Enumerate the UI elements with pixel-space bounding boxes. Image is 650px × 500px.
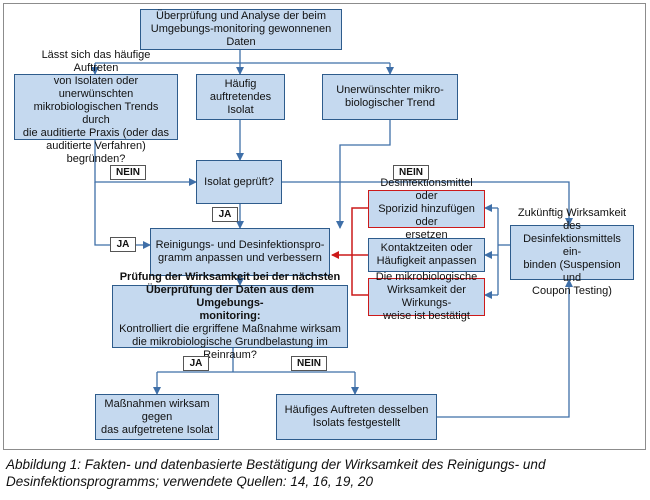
isolate-checked-box: Isolat geprüft?: [196, 160, 282, 204]
yes-label-isolate-checked: JA: [212, 207, 238, 222]
no-label-verify: NEIN: [291, 356, 327, 371]
start-box: Überprüfung und Analyse der beim Umgebun…: [140, 9, 342, 50]
connector-red-bracket: [351, 207, 368, 296]
figure-frame: [3, 3, 646, 450]
connector-trend-down: [336, 120, 391, 229]
adjust-program-box: Reinigungs- und Desinfektionspro- gramm …: [150, 228, 330, 276]
measures-effective-box: Maßnahmen wirksam gegen das aufgetretene…: [95, 394, 219, 440]
question-box: Lässt sich das häufige Auftreten von Iso…: [14, 49, 178, 165]
no-label-question: NEIN: [110, 165, 146, 180]
frequent-isolate-box: Häufig auftretendes Isolat: [196, 74, 285, 120]
future-efficacy-box: Zukünftig Wirksamkeit des Desinfektionsm…: [510, 207, 634, 297]
recurring-isolate-box: Häufiges Auftreten desselben Isolats fes…: [276, 394, 437, 440]
yes-label-question: JA: [110, 237, 136, 252]
connector-recurring-loop: [437, 279, 573, 418]
connector-checked-no: [282, 181, 573, 226]
no-label-isolate-checked: NEIN: [393, 165, 429, 180]
undesired-trend-box: Unerwünschter mikro- biologischer Trend: [322, 74, 458, 120]
yes-label-verify: JA: [183, 356, 209, 371]
verify-efficacy-box: Prüfung der Wirksamkeit bei der nächsten…: [112, 271, 348, 361]
connector-question-yes: [94, 182, 151, 249]
confirmed-efficacy-box: Die mikrobiologische Wirksamkeit der Wir…: [368, 271, 485, 322]
contact-times-box: Kontaktzeiten oder Häufigkeit anpassen: [368, 238, 485, 272]
add-disinfectant-box: Desinfektionsmittel oder Sporizid hinzuf…: [368, 177, 485, 241]
figure-caption: Abbildung 1: Fakten- und datenbasierte B…: [6, 457, 546, 489]
